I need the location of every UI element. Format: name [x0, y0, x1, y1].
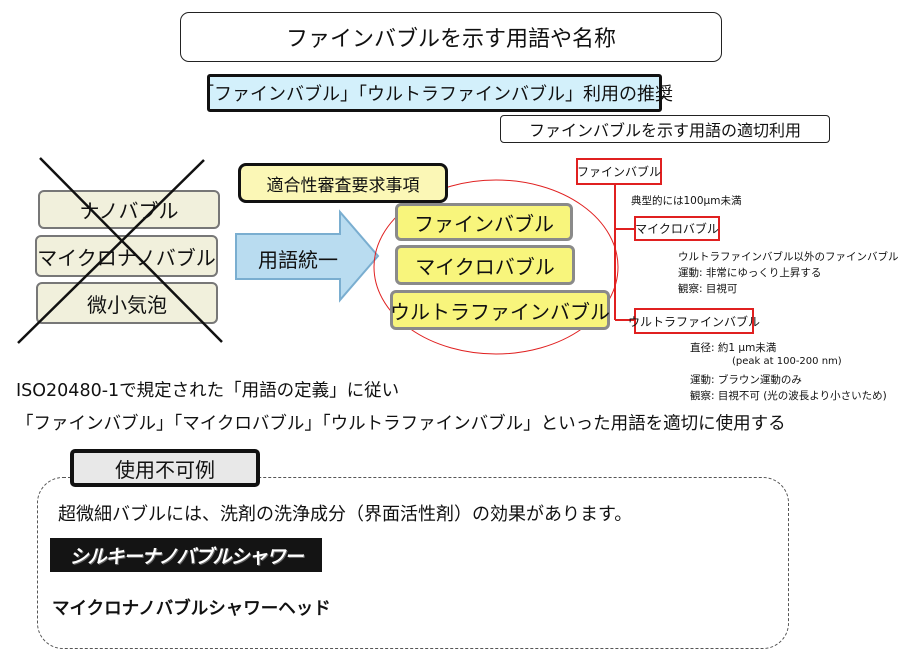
misuse-examples-frame: [37, 477, 789, 649]
definition-note: 直径: 約1 μm未満: [690, 342, 777, 354]
misuse-example-logo: シルキーナノバブルシャワー: [50, 538, 322, 572]
definition-note: 運動: 非常にゆっくり上昇する: [678, 267, 822, 279]
page-title: ファインバブルを示す用語や名称: [180, 12, 722, 62]
iso-statement: ISO20480-1で規定された「用語の定義」に従い: [16, 381, 400, 401]
recommended-term-micro-bubble: マイクロバブル: [395, 245, 575, 285]
definition-note: ウルトラファインバブル以外のファインバブル: [678, 251, 899, 263]
recommendation-banner: 「ファインバブル」「ウルトラファインバブル」利用の推奨: [196, 74, 673, 112]
recommended-term-ultrafine-bubble: ウルトラファインバブル: [390, 290, 610, 330]
unify-arrow: [235, 209, 380, 303]
discouraged-term-microbubble-jp: 微小気泡: [36, 282, 218, 324]
discouraged-term-nanobubble: ナノバブル: [38, 190, 220, 229]
recommended-terms-ellipse: [373, 179, 619, 355]
misuse-example: 超微細バブルには、洗剤の洗浄成分（界面活性剤）の効果があります。: [58, 504, 633, 525]
definition-micro-bubble: マイクロバブル: [634, 216, 720, 241]
iso-statement: 「ファインバブル」「マイクロバブル」「ウルトラファインバブル」といった用語を適切…: [16, 414, 786, 434]
arrow-label: 用語統一: [258, 247, 338, 272]
proper-use-label: ファインバブルを示す用語の適切利用: [500, 115, 830, 143]
definition-note: (peak at 100-200 nm): [732, 356, 842, 367]
definition-note: 典型的には100μm未満: [631, 195, 742, 207]
definition-ultrafine-bubble: ウルトラファインバブル: [628, 308, 760, 334]
misuse-label: 使用不可例: [70, 449, 260, 487]
misuse-example: マイクロナノバブルシャワーヘッド: [52, 599, 331, 619]
definition-note: 観察: 目視可: [678, 283, 738, 295]
definition-tree-lines: [614, 185, 634, 321]
definition-note: 観察: 目視不可 (光の波長より小さいため): [690, 390, 887, 402]
definition-fine-bubble: ファインバブル: [576, 158, 662, 185]
definition-note: 運動: ブラウン運動のみ: [690, 374, 802, 386]
review-requirements-label: 適合性審査要求事項: [238, 163, 448, 203]
recommended-term-fine-bubble: ファインバブル: [395, 203, 573, 241]
discouraged-term-micronanobubble: マイクロナノバブル: [35, 235, 218, 277]
